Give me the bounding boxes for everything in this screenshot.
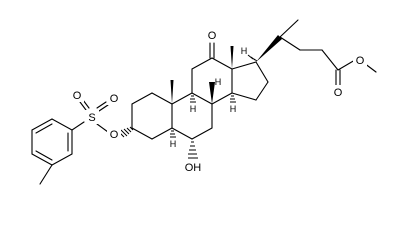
c7-oh-hashed-bond [188,141,198,159]
ketone-group [209,42,215,59]
ketone-oxygen-label: O [208,30,217,42]
h-c9-hashed-bond [190,95,196,103]
side-chain [256,19,377,86]
h-c14-hashed-bond [230,95,236,103]
h-c14-label: H [230,104,237,114]
c13-methyl-wedge [230,46,234,69]
hydroxyl-label: OH [185,162,202,174]
ester-carbonyl-oxygen-label: O [334,87,343,99]
tosylate-oxygen-label: O [110,129,119,141]
h-c17-label: H [241,46,248,56]
ester-ether-oxygen-label: O [356,55,365,67]
h-c5-label: H [170,139,177,149]
h-c5-hashed-bond [170,130,176,138]
sulfonyl-oxygen-right-label: O [110,93,119,105]
h-c17-hashed-bond [247,54,258,62]
ring-d [231,61,269,101]
c10-methyl-wedge [170,80,174,104]
c17-c20-wedge [256,35,282,62]
h-c9-label: H [190,104,197,114]
h-c8-label: H [215,77,222,87]
h-c8-wedge-bond [209,82,215,104]
ring-c [191,57,233,105]
tosylate-group [31,99,134,185]
sulfur-label: S [88,112,95,124]
chemical-structure-diagram: O O O O S O O OH H H H H H [31,19,377,185]
ring-a [131,92,173,140]
ring-b [171,92,213,140]
sulfonyl-oxygen-left-label: O [73,90,82,102]
